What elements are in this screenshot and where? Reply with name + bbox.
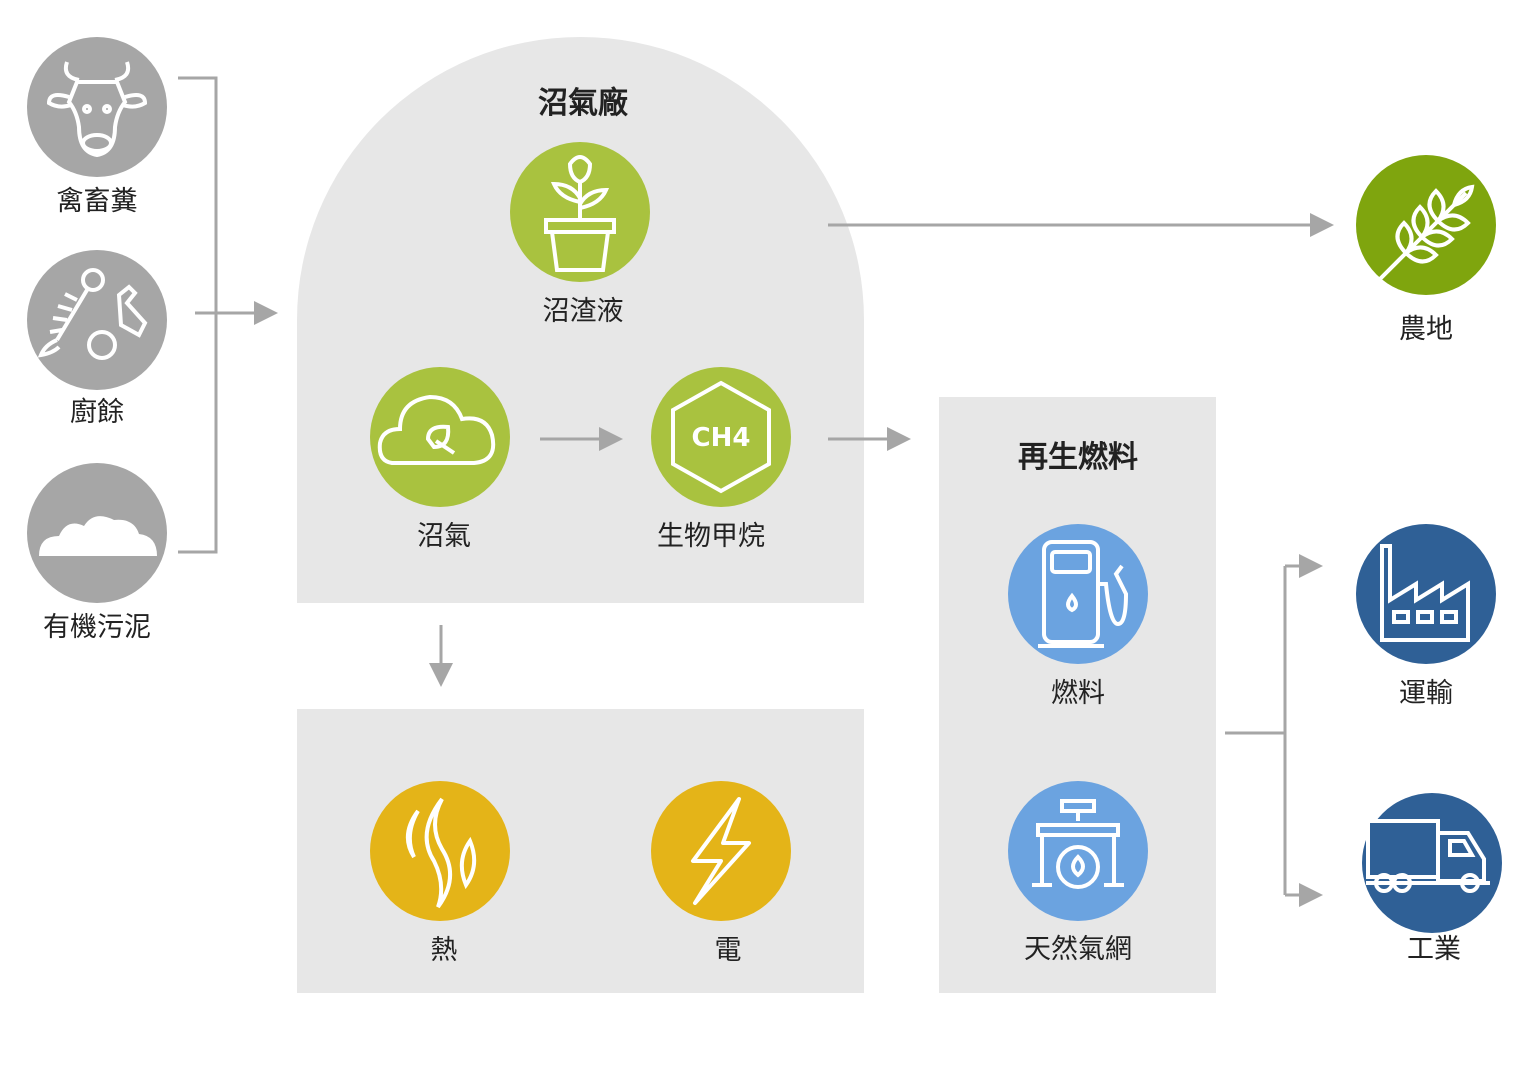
ch4-text: CH4 [692,423,751,453]
biomethane-label: 生物甲烷 [657,521,765,552]
heat-label: 熱 [430,935,458,966]
digestate-label: 沼渣液 [542,296,624,327]
industry-label: 工業 [1407,934,1461,965]
plant-pot-icon [510,142,650,282]
lightning-icon [651,781,791,921]
input-label: 禽畜糞 [56,186,138,217]
heat-icon [370,781,510,921]
biogas-label: 沼氣 [417,521,471,552]
farmland-label: 農地 [1399,314,1453,345]
ch4-hexagon-icon: CH4 [651,367,791,507]
fuel-label: 燃料 [1051,678,1105,709]
food-waste-icon [27,250,167,390]
biogas-cloud-icon [370,367,510,507]
cow-icon [27,37,167,177]
truck-icon [1362,793,1502,933]
input-label: 廚餘 [70,397,124,428]
factory-icon [1356,524,1496,664]
biogas-plant-panel [297,37,864,603]
biogas-plant-title: 沼氣廠 [538,86,628,121]
input-label: 有機污泥 [43,612,151,643]
fuel-pump-icon [1008,524,1148,664]
renewable-fuel-title: 再生燃料 [1018,440,1138,475]
gas-pipeline-icon [1008,781,1148,921]
sludge-icon [27,463,167,603]
input-bracket [178,76,218,554]
electricity-label: 電 [714,935,742,966]
gas-grid-label: 天然氣網 [1024,934,1132,965]
wheat-icon [1356,155,1496,295]
transport-label: 運輸 [1399,678,1453,709]
